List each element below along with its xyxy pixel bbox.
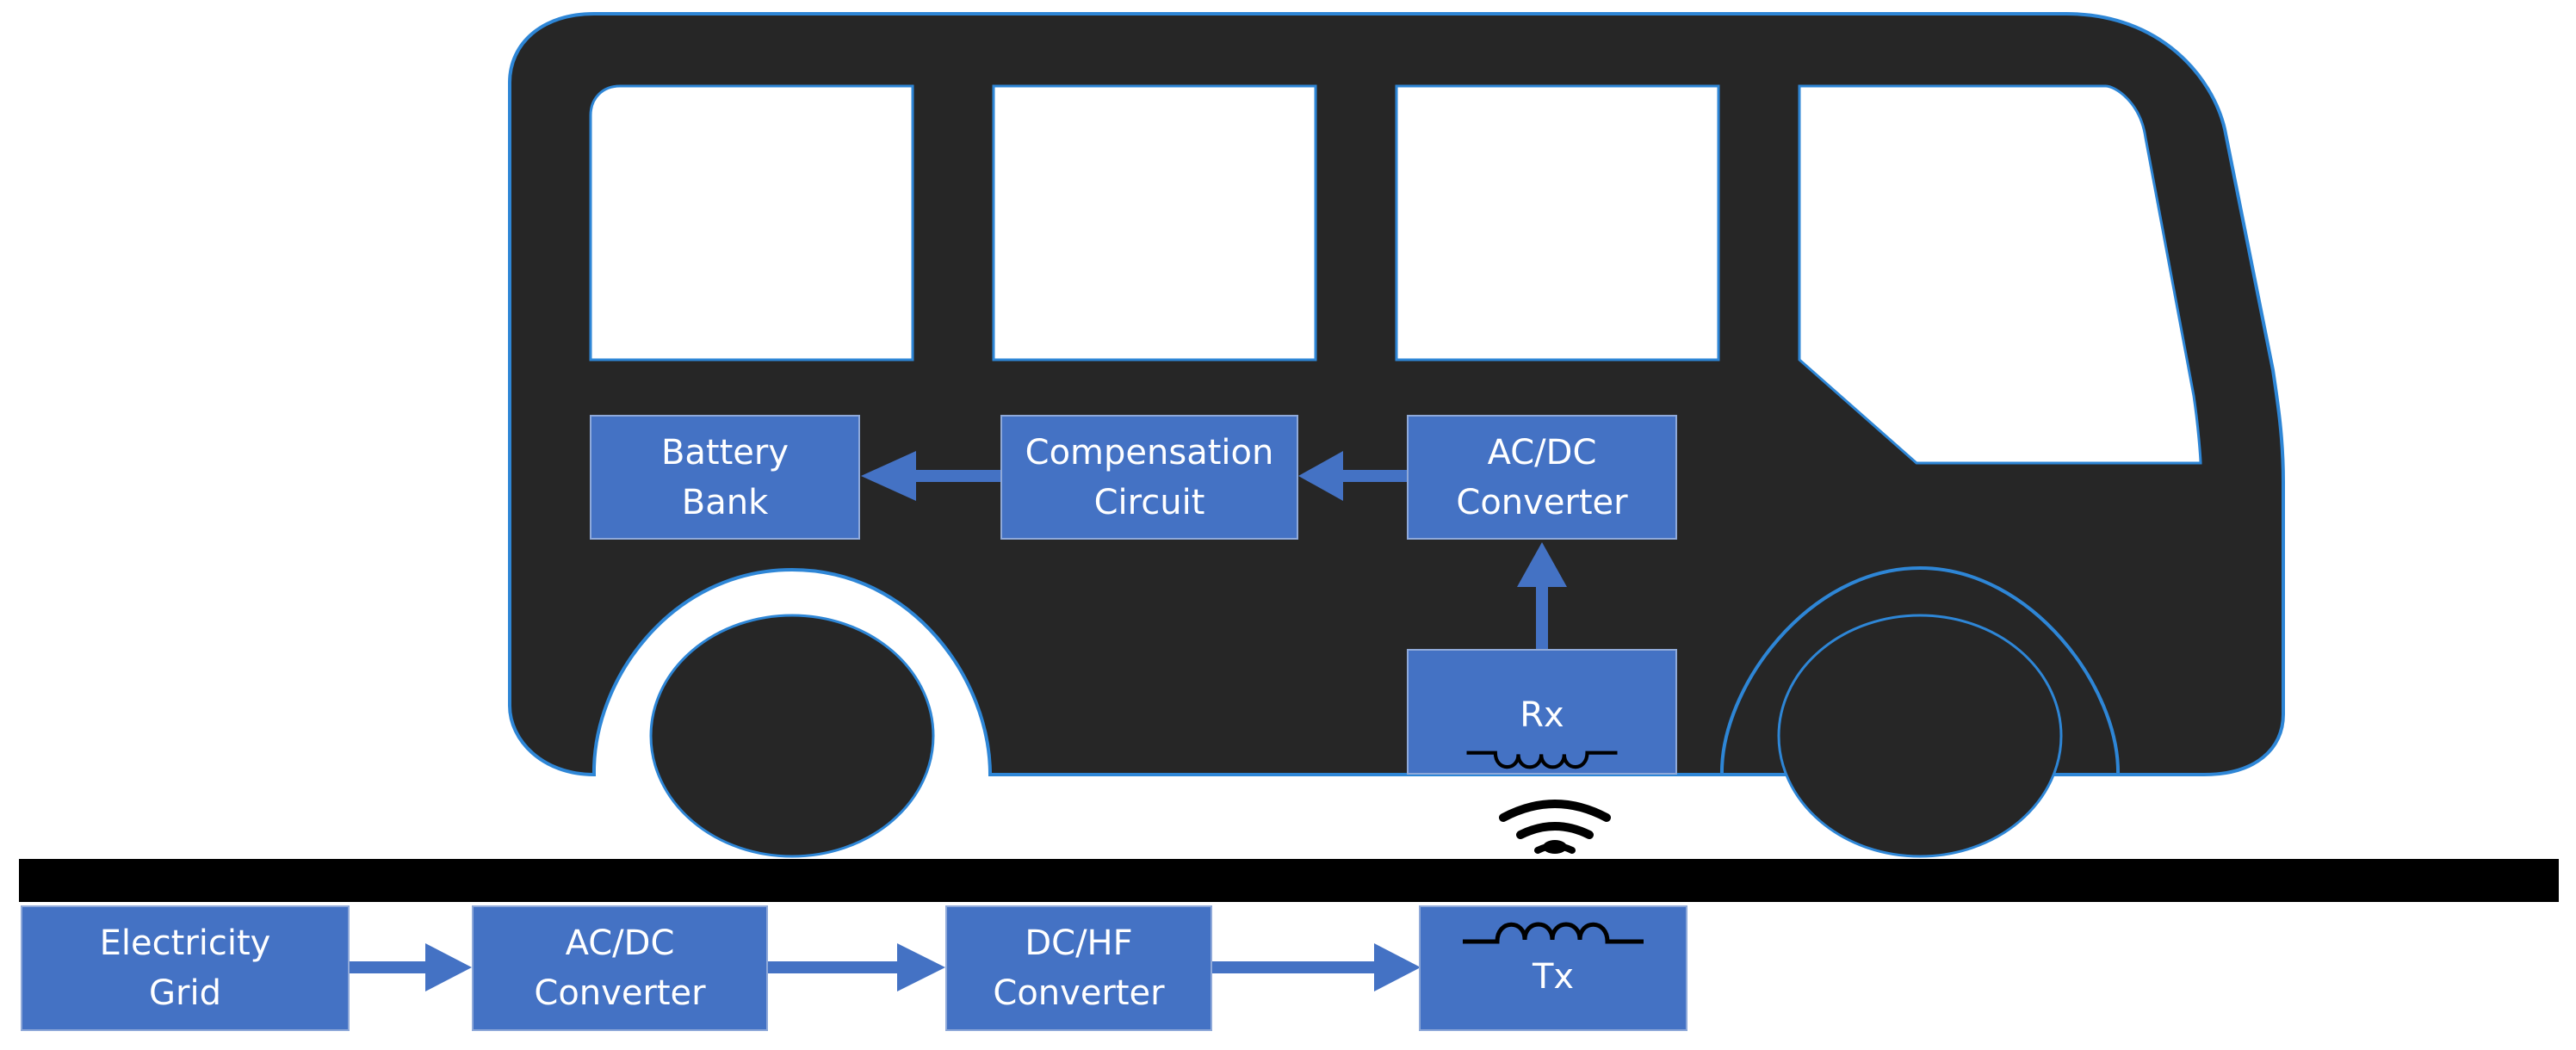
coil-icon xyxy=(1466,750,1618,769)
arrow-compensation-to-battery xyxy=(861,451,1002,501)
vehicle-acdc-label-line1: AC/DC xyxy=(1487,432,1597,472)
ground-acdc-converter-block: AC/DC Converter xyxy=(472,905,768,1031)
coil-icon xyxy=(1463,922,1644,944)
compensation-circuit-block: Compensation Circuit xyxy=(1000,415,1298,540)
bus-wheel-rear xyxy=(649,614,935,858)
ground-acdc-label-line2: Converter xyxy=(534,973,706,1013)
receiver-block: Rx xyxy=(1407,649,1677,775)
transmitter-block: Tx xyxy=(1419,905,1687,1031)
compensation-circuit-label-line1: Compensation xyxy=(1025,432,1274,472)
dchf-label-line1: DC/HF xyxy=(1025,923,1133,963)
bus-window-2 xyxy=(992,84,1317,361)
road xyxy=(19,859,2559,902)
bus-wheel-front xyxy=(1777,614,2063,858)
battery-bank-label-line2: Bank xyxy=(681,482,769,522)
transmitter-label: Tx xyxy=(1532,957,1575,997)
arrow-acdc-to-dchf xyxy=(768,943,945,991)
dchf-converter-block: DC/HF Converter xyxy=(945,905,1212,1031)
ground-acdc-label-line1: AC/DC xyxy=(565,923,675,963)
arrow-grid-to-acdc xyxy=(350,943,472,991)
bus-icon xyxy=(508,12,2285,858)
receiver-label: Rx xyxy=(1520,695,1564,735)
arrow-dchf-to-tx xyxy=(1212,943,1421,991)
battery-bank-block: Battery Bank xyxy=(590,415,860,540)
electricity-grid-label-line1: Electricity xyxy=(99,923,271,963)
bus-windshield xyxy=(1798,84,2202,465)
bus-window-3 xyxy=(1395,84,1720,361)
electricity-grid-label-line2: Grid xyxy=(149,973,221,1013)
compensation-circuit-label-line2: Circuit xyxy=(1093,482,1205,522)
dchf-label-line2: Converter xyxy=(993,973,1165,1013)
bus-window-1 xyxy=(589,84,914,361)
vehicle-acdc-label-line2: Converter xyxy=(1456,482,1628,522)
wireless-signal-icon xyxy=(1499,800,1611,854)
vehicle-acdc-converter-block: AC/DC Converter xyxy=(1407,415,1677,540)
arrow-acdc-to-compensation xyxy=(1298,451,1409,501)
battery-bank-label-line1: Battery xyxy=(660,432,790,472)
electricity-grid-block: Electricity Grid xyxy=(21,905,350,1031)
arrow-rx-to-acdc xyxy=(1517,542,1567,649)
